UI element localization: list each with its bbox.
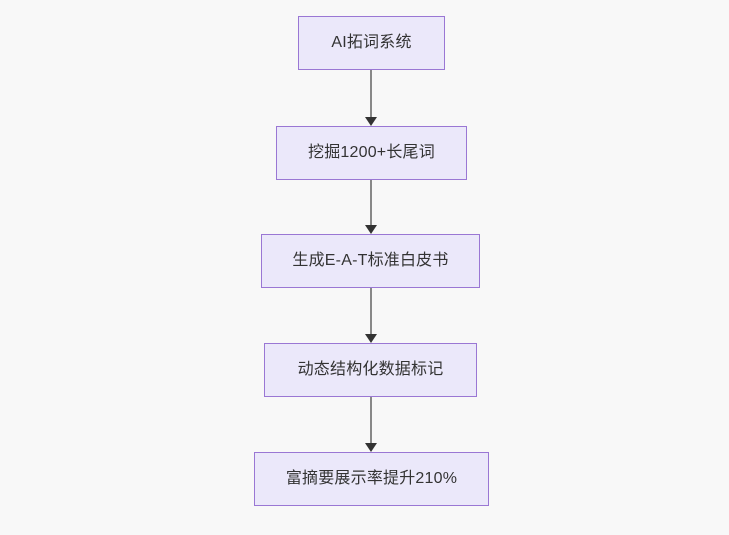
flow-connector-4 [364, 397, 378, 452]
connector-line [370, 397, 372, 444]
flow-node-rich-snippet-impression-lift[interactable]: 富摘要展示率提升210% [254, 452, 489, 506]
connector-line [370, 180, 372, 226]
flow-connector-2 [364, 180, 378, 234]
arrowhead-down-icon [365, 334, 377, 343]
flow-node-mine-longtail-keywords[interactable]: 挖掘1200+长尾词 [276, 126, 467, 180]
connector-line [370, 70, 372, 118]
arrowhead-down-icon [365, 225, 377, 234]
flow-node-ai-keyword-system[interactable]: AI拓词系统 [298, 16, 445, 70]
flow-node-label: AI拓词系统 [331, 34, 412, 51]
flow-node-label: 生成E-A-T标准白皮书 [292, 252, 449, 269]
flow-connector-3 [364, 288, 378, 343]
flow-connector-1 [364, 70, 378, 126]
flow-node-label: 富摘要展示率提升210% [285, 470, 458, 487]
flow-node-dynamic-structured-data-markup[interactable]: 动态结构化数据标记 [264, 343, 477, 397]
flow-node-label: 动态结构化数据标记 [297, 361, 444, 378]
flow-node-generate-eat-whitepaper[interactable]: 生成E-A-T标准白皮书 [261, 234, 480, 288]
flow-node-label: 挖掘1200+长尾词 [308, 144, 435, 161]
arrowhead-down-icon [365, 117, 377, 126]
connector-line [370, 288, 372, 335]
arrowhead-down-icon [365, 443, 377, 452]
